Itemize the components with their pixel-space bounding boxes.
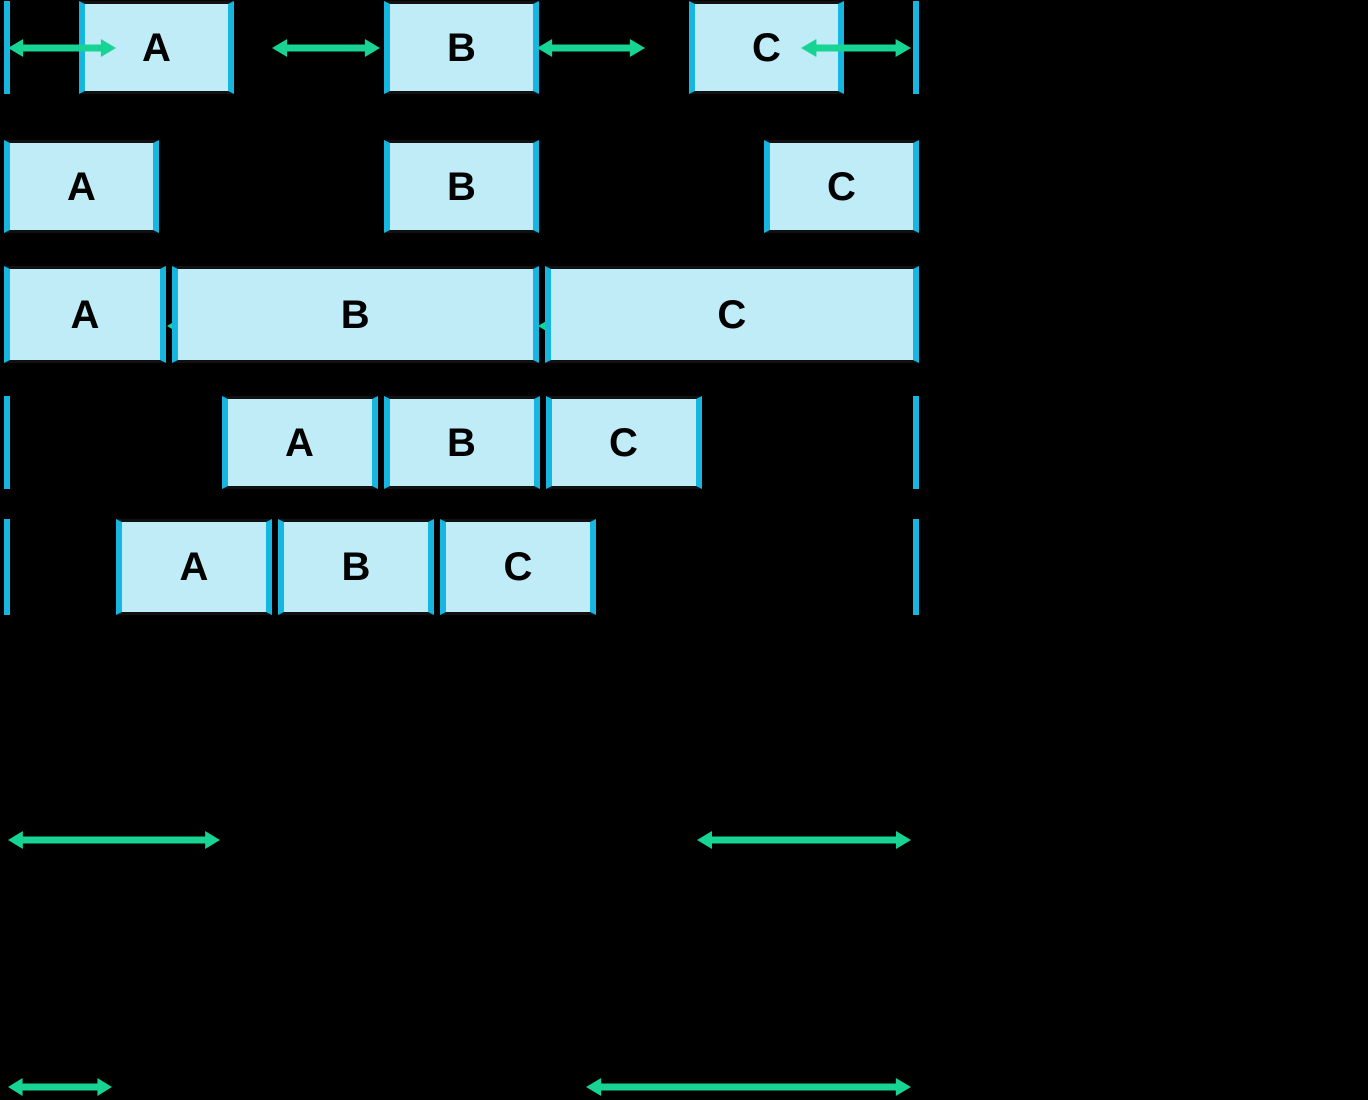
flex-item-label: A	[285, 420, 314, 465]
flex-item-c[interactable]: C	[764, 140, 919, 233]
flex-item-label: B	[447, 420, 476, 465]
gap-arrow-b-c	[537, 35, 645, 61]
flex-item-b[interactable]: B	[171, 266, 539, 363]
flex-track: A B C	[4, 140, 919, 233]
flex-item-label: C	[827, 164, 856, 209]
gap-arrow-trailing	[801, 35, 911, 61]
flex-item-label: C	[752, 25, 781, 70]
flex-item-label: C	[503, 545, 533, 589]
gap-arrow-leading	[8, 35, 116, 61]
gap-arrow-a-b	[272, 35, 380, 61]
flex-item-label: B	[340, 292, 370, 337]
flex-item-a[interactable]: A	[4, 140, 159, 233]
flex-item-label: A	[70, 292, 100, 337]
flex-track: A B C	[4, 1, 919, 94]
flex-item-label: C	[717, 292, 747, 337]
container-start-rail	[4, 396, 10, 489]
flex-item-b[interactable]: B	[278, 519, 434, 615]
flex-item-a[interactable]: A	[221, 396, 378, 489]
flex-track: A B C	[4, 519, 919, 615]
container-end-rail	[913, 396, 919, 489]
container-start-rail	[4, 519, 10, 615]
flex-item-c[interactable]: C	[440, 519, 596, 615]
container-end-rail	[913, 1, 919, 94]
flex-item-label: B	[341, 545, 371, 589]
flex-item-a[interactable]: A	[116, 519, 272, 615]
flex-item-label: B	[447, 25, 476, 70]
gap-arrow-trailing	[697, 827, 911, 853]
flex-track: A B C	[4, 266, 919, 363]
container-start-rail	[4, 1, 10, 94]
flex-item-label: C	[609, 420, 638, 465]
flex-item-label: B	[447, 164, 476, 209]
flex-item-label: A	[67, 164, 96, 209]
container-end-rail	[913, 519, 919, 615]
gap-arrow-leading	[8, 827, 220, 853]
flex-item-c[interactable]: C	[545, 396, 702, 489]
flex-track: A B C	[4, 396, 919, 489]
flex-item-label: A	[142, 25, 171, 70]
gap-arrow-trailing	[586, 1074, 911, 1100]
flex-item-b[interactable]: B	[383, 396, 540, 489]
flex-item-b[interactable]: B	[384, 1, 539, 94]
flex-item-b[interactable]: B	[384, 140, 539, 233]
flex-item-c[interactable]: C	[544, 266, 919, 363]
gap-arrow-leading	[8, 1074, 112, 1100]
flex-item-a[interactable]: A	[4, 266, 166, 363]
flexbox-distribution-diagram: A B C A B	[4, 1, 919, 1096]
flex-item-label: A	[179, 545, 209, 589]
